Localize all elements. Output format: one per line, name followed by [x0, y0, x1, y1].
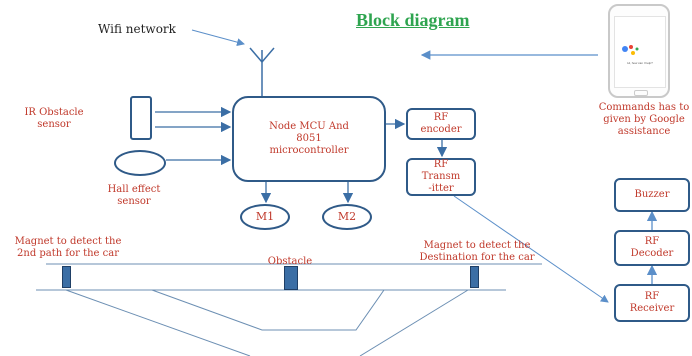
hall-sensor-label: Hall effect sensor	[107, 184, 161, 207]
rf-transmitter-label: RF Transm -itter	[421, 159, 461, 194]
phone-text: Hi, how can I help?	[627, 61, 653, 65]
mcu-label: Node MCU And 8051 microcontroller	[269, 121, 349, 156]
track-right-diagonal	[359, 289, 469, 356]
mcu-block: Node MCU And 8051 microcontroller	[232, 96, 386, 182]
wifi-label: Wifi network	[98, 22, 176, 36]
rf-receiver-block: RF Receiver	[614, 284, 690, 322]
commands-label: Commands has to given by Google assistan…	[598, 102, 690, 137]
buzzer-label: Buzzer	[634, 189, 670, 200]
track-left-diagonal	[65, 289, 251, 356]
obstacle-marker	[284, 266, 298, 290]
hall-sensor-block	[114, 150, 166, 176]
transmit-arrow	[453, 195, 609, 303]
rf-decoder-block: RF Decoder	[614, 230, 690, 266]
ir-sensor-block	[130, 96, 152, 140]
phone-home-button	[634, 90, 648, 96]
track-inner-path	[151, 289, 385, 331]
ir-sensor-label: IR Obstacle sensor	[24, 107, 84, 130]
magnet-path-marker	[62, 266, 71, 288]
rf-encoder-label: RF encoder	[420, 112, 462, 135]
phone-screen: Hi, how can I help?	[614, 16, 666, 88]
rf-receiver-label: RF Receiver	[629, 291, 675, 314]
rf-decoder-label: RF Decoder	[630, 236, 674, 259]
magnet-destination-label: Magnet to detect the Destination for the…	[419, 240, 535, 263]
magnet-path-label: Magnet to detect the 2nd path for the ca…	[14, 236, 122, 259]
phone-image: Hi, how can I help?	[608, 4, 670, 98]
diagram-title: Block diagram	[356, 10, 470, 30]
buzzer-block: Buzzer	[614, 178, 690, 212]
motor1-block: M1	[240, 204, 290, 230]
magnet-destination-marker	[470, 266, 479, 288]
motor2-label: M2	[337, 210, 357, 223]
obstacle-label: Obstacle	[267, 256, 313, 267]
rf-transmitter-block: RF Transm -itter	[406, 158, 476, 196]
motor1-label: M1	[255, 210, 275, 223]
google-assistant-icon	[622, 45, 639, 55]
motor2-block: M2	[322, 204, 372, 230]
rf-encoder-block: RF encoder	[406, 108, 476, 140]
antenna-icon	[249, 47, 275, 98]
wifi-arrow	[191, 29, 245, 47]
